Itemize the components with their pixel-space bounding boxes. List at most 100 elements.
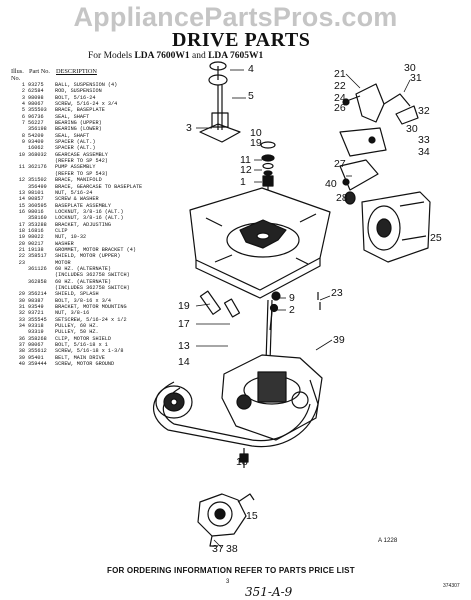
illus-no: 32 xyxy=(18,310,25,317)
callout-25: 25 xyxy=(430,232,442,244)
description: SEAL, SHAFT xyxy=(55,113,90,120)
adjusting-bracket xyxy=(199,290,241,318)
part-no: 98067 xyxy=(28,342,44,349)
illus-no: 37 xyxy=(18,342,25,349)
callout-38: 38 xyxy=(226,543,238,555)
watermark: AppliancePartsPros.com xyxy=(73,2,398,32)
motor-mounting-bracket xyxy=(342,83,419,125)
description: WASHER xyxy=(55,240,74,247)
description: SCREW, 5/16-18 x 1-3/8 xyxy=(55,348,124,355)
callout-27: 27 xyxy=(334,158,346,170)
description: CLIP, MOTOR SHIELD xyxy=(55,335,112,342)
part-no: 96736 xyxy=(28,113,44,120)
illus-no: 16 xyxy=(18,208,25,215)
part-no: 16816 xyxy=(28,227,44,234)
drive-shaft xyxy=(265,299,273,363)
illus-no: 33 xyxy=(18,316,25,323)
part-no: 356214 xyxy=(28,291,47,298)
callout-13: 13 xyxy=(178,340,190,352)
description: CLIP xyxy=(55,227,68,234)
callout-15: 15 xyxy=(246,510,258,522)
description: SPACER (ALT.) xyxy=(55,139,96,146)
pump-assembly xyxy=(197,493,255,547)
table-row: (REFER TO SP 543) xyxy=(11,171,161,177)
description: SETSCREW, 5/16-24 x 1/2 xyxy=(55,316,127,323)
illus-no: 7 xyxy=(21,120,25,127)
part-no: 98387 xyxy=(28,297,44,304)
illus-no: 1 xyxy=(21,82,25,88)
callout-30b: 30 xyxy=(406,123,418,135)
handwritten-note: 351-A-9 xyxy=(245,585,293,599)
description: SHIELD, SPLASH xyxy=(55,291,99,298)
part-no: 355612 xyxy=(28,348,47,355)
description: BEARING (LOWER) xyxy=(55,126,102,133)
illus-no: 11 xyxy=(18,164,25,171)
models-line: For Models LDA 7600W1 and LDA 7605W1 xyxy=(88,51,263,61)
callout-31: 31 xyxy=(410,72,422,84)
table-row: (INCLUDES 362758 SWITCH) xyxy=(11,272,161,278)
figure-note: A 1228 xyxy=(378,537,398,544)
part-no: 93275 xyxy=(28,82,44,88)
part-no: 362176 xyxy=(28,164,47,171)
description: BALL, SUSPENSION (4) xyxy=(55,82,118,88)
callout-12: 12 xyxy=(240,164,252,176)
callout-34: 34 xyxy=(418,146,430,158)
callout-4: 4 xyxy=(248,63,254,75)
part-no: 358160 xyxy=(28,215,47,222)
illus-no: 39 xyxy=(18,354,25,361)
illus-no: 8 xyxy=(21,132,25,139)
part-no: 356499 xyxy=(28,183,47,190)
suspension-rod xyxy=(211,85,229,130)
description: (INCLUDES 362758 SWITCH) xyxy=(55,285,130,291)
part-no: 355503 xyxy=(28,107,47,114)
illus-no: 9 xyxy=(21,139,25,146)
shaft-seal xyxy=(260,141,276,200)
callout-19: 19 xyxy=(250,137,262,149)
callout-19b: 19 xyxy=(178,300,190,312)
illus-no: 2 xyxy=(21,88,25,95)
description: BEARING (UPPER) xyxy=(55,120,102,127)
description: MOTOR xyxy=(55,259,71,266)
callout-39: 39 xyxy=(333,334,345,346)
illus-no: 10 xyxy=(18,151,25,158)
part-no: 54209 xyxy=(28,132,44,139)
description: NUT, 3/8-16 xyxy=(55,310,90,317)
description: (REFER TO SP 543) xyxy=(55,170,108,177)
part-no: 93549 xyxy=(28,304,44,311)
ordering-info: FOR ORDERING INFORMATION REFER TO PARTS … xyxy=(107,566,355,575)
description: BELT, MAIN DRIVE xyxy=(55,354,105,361)
part-no: 98101 xyxy=(28,189,44,196)
part-no: 95401 xyxy=(28,354,44,361)
callout-5: 5 xyxy=(248,90,254,102)
models-join: and xyxy=(189,51,209,61)
illus-no: 14 xyxy=(18,196,25,203)
table-row: (REFER TO SP 542) xyxy=(11,158,161,164)
callout-17: 17 xyxy=(178,318,190,330)
part-no: 351502 xyxy=(28,177,47,184)
description: SCREW & WASHER xyxy=(55,196,99,203)
callout-26: 26 xyxy=(334,102,346,114)
description: SHIELD, MOTOR (UPPER) xyxy=(55,253,121,260)
callout-2: 2 xyxy=(289,304,295,316)
